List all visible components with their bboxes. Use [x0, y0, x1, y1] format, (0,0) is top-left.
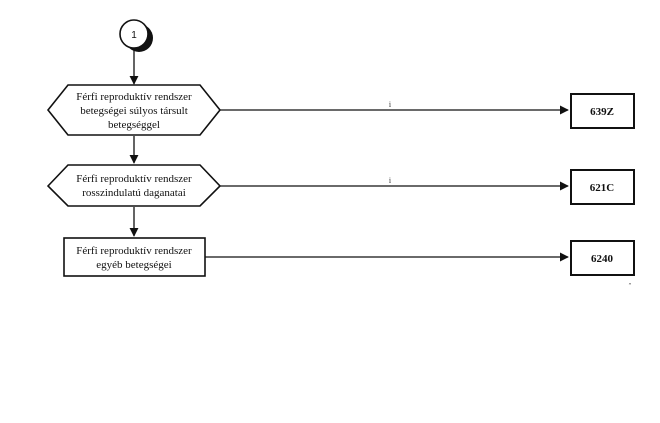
- code-box-1-shape: [570, 93, 635, 129]
- code-box-2-label: 621C: [590, 182, 615, 194]
- start-connector: 1: [119, 19, 153, 52]
- decision-node-2: Férfi reproduktív rendszer rosszindulatú…: [46, 164, 222, 207]
- edge-2-label: i: [389, 176, 392, 185]
- decision-node-1: Férfi reproduktív rendszer betegségei sú…: [46, 84, 222, 136]
- code-box-3-label: 6240: [591, 253, 614, 265]
- edge-1-label: i: [389, 100, 392, 109]
- decision-2-line-1: Férfi reproduktív rendszer: [76, 173, 192, 185]
- decision-2-line-2: rosszindulatú daganatai: [82, 187, 186, 199]
- code-box-1: 639Z: [570, 93, 635, 129]
- connector-label: 1: [131, 30, 137, 41]
- decision-1-line-3: betegséggel: [108, 119, 160, 131]
- process-line-2: egyéb betegségei: [96, 259, 171, 271]
- code-box-3: 6240: [570, 240, 635, 276]
- code-box-1-label: 639Z: [590, 106, 614, 118]
- decision-1-line-1: Férfi reproduktív rendszer: [76, 91, 192, 103]
- corner-mark: ”: [628, 283, 632, 289]
- decision-1-line-2: betegségei súlyos társult: [80, 105, 188, 117]
- decision-shape-2: [46, 164, 222, 207]
- code-box-2: 621C: [570, 169, 635, 205]
- process-node: Férfi reproduktív rendszer egyéb betegsé…: [63, 237, 206, 277]
- process-line-1: Férfi reproduktív rendszer: [76, 245, 192, 257]
- code-box-2-shape: [570, 169, 635, 205]
- code-box-3-shape: [570, 240, 635, 276]
